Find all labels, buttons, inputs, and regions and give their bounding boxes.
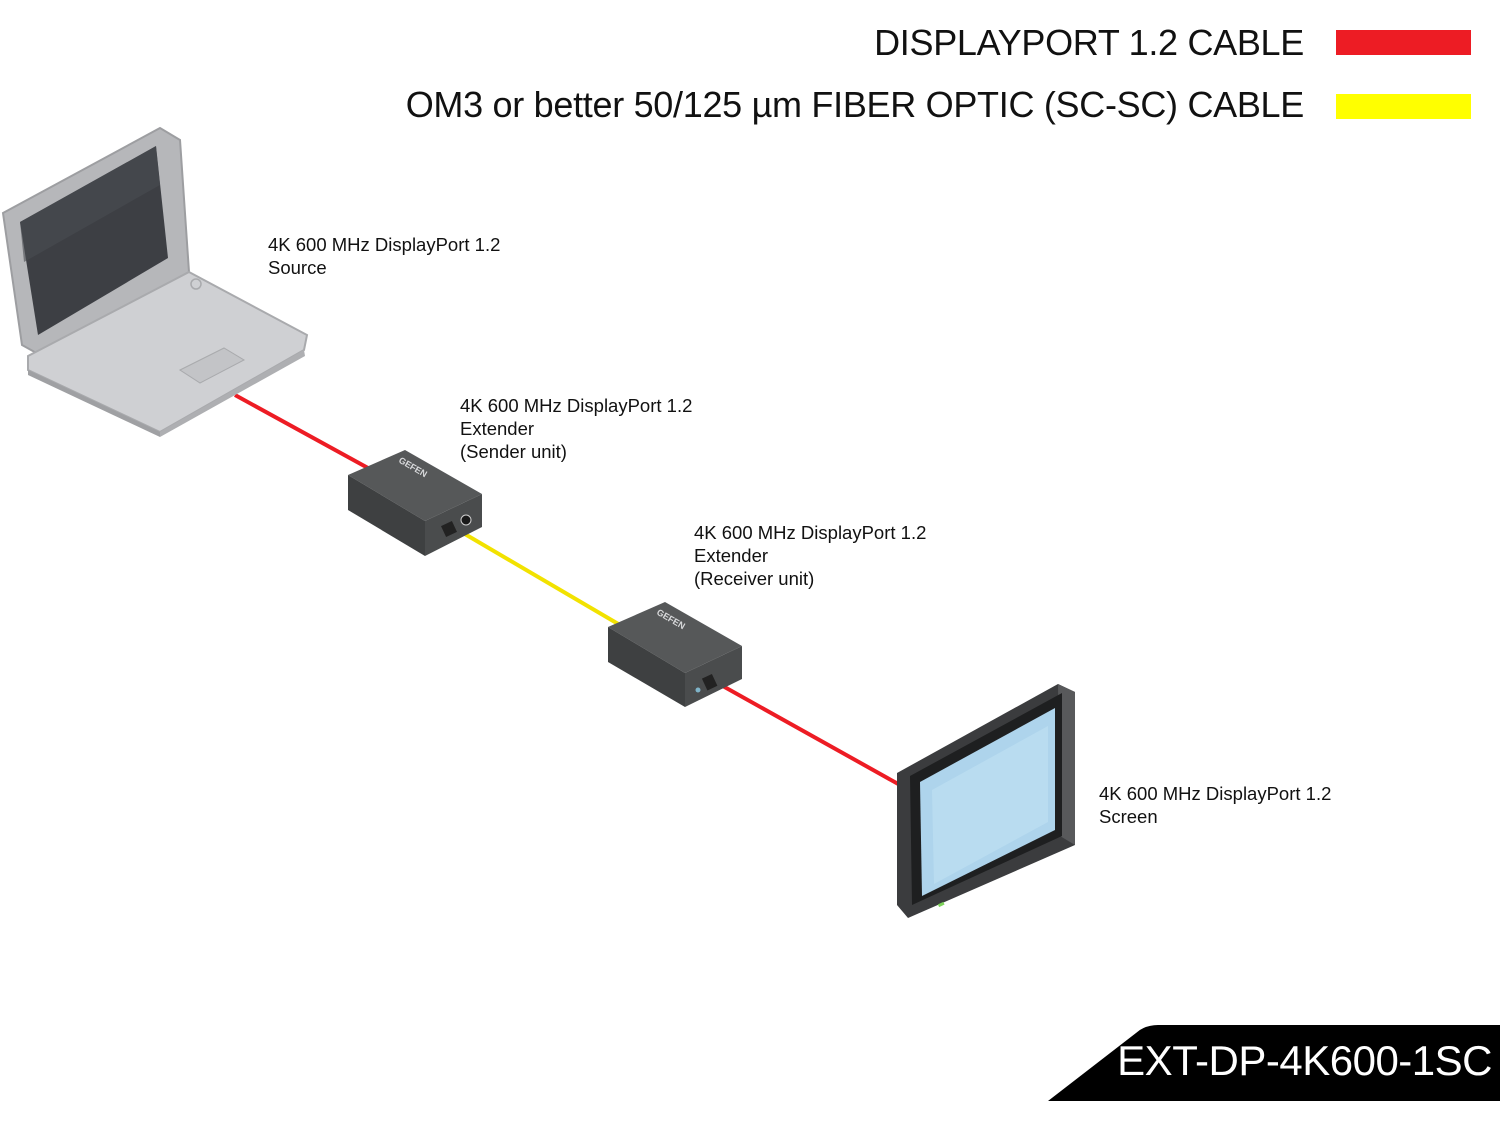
source-label-line2: Source: [268, 257, 327, 278]
fiber-cable: [456, 528, 622, 627]
legend-label-displayport: DISPLAYPORT 1.2 CABLE: [874, 22, 1304, 63]
screen-label-line2: Screen: [1099, 806, 1158, 827]
legend-label-fiber: OM3 or better 50/125 µm FIBER OPTIC (SC-…: [405, 84, 1305, 125]
receiver-label: 4K 600 MHz DisplayPort 1.2 Extender (Rec…: [694, 521, 926, 590]
sender-label-line2: Extender: [460, 418, 535, 439]
cables: [234, 393, 901, 787]
displayport-cable-source: [234, 393, 369, 470]
screen-label-line1: 4K 600 MHz DisplayPort 1.2: [1099, 783, 1332, 804]
legend-swatch-displayport: [1336, 30, 1471, 55]
displayport-cable-screen: [711, 678, 901, 787]
receiver-box-icon: GEFEN: [608, 602, 742, 707]
sender-box-icon: GEFEN: [348, 450, 482, 556]
monitor-icon: [897, 684, 1075, 918]
laptop-icon: [1, 126, 309, 437]
screen-label: 4K 600 MHz DisplayPort 1.2 Screen: [1099, 782, 1331, 828]
sender-label-line1: 4K 600 MHz DisplayPort 1.2: [460, 395, 693, 416]
model-number: EXT-DP-4K600-1SC: [1117, 1037, 1492, 1084]
model-tag-background: [1048, 1025, 1500, 1101]
sender-label: 4K 600 MHz DisplayPort 1.2 Extender (Sen…: [460, 394, 692, 463]
source-label: 4K 600 MHz DisplayPort 1.2 Source: [268, 233, 500, 279]
legend-swatch-fiber: [1336, 94, 1471, 119]
receiver-label-line3: (Receiver unit): [694, 568, 815, 589]
source-label-line1: 4K 600 MHz DisplayPort 1.2: [268, 234, 501, 255]
receiver-label-line1: 4K 600 MHz DisplayPort 1.2: [694, 522, 927, 543]
sender-label-line3: (Sender unit): [460, 441, 567, 462]
model-tag: EXT-DP-4K600-1SC: [1048, 1025, 1500, 1101]
receiver-label-line2: Extender: [694, 545, 769, 566]
